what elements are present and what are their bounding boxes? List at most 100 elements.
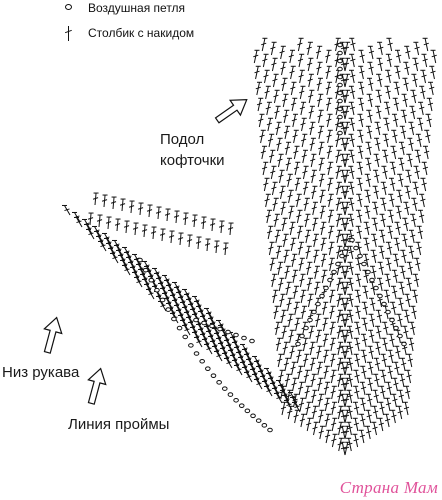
double-crochet-icon — [385, 414, 390, 428]
chain-stitch-icon — [337, 90, 343, 96]
double-crochet-icon — [365, 222, 370, 236]
double-crochet-icon — [64, 205, 71, 216]
double-crochet-icon — [357, 258, 361, 272]
double-crochet-icon — [412, 214, 416, 228]
hem-label-line1: Подол — [160, 131, 205, 148]
double-crochet-bar — [318, 146, 324, 150]
double-crochet-bar — [335, 138, 341, 142]
double-crochet-icon — [331, 434, 336, 448]
double-crochet-bar — [386, 262, 392, 266]
double-crochet-bar — [277, 358, 283, 362]
double-crochet-bar — [292, 290, 298, 294]
double-crochet-bar — [378, 422, 384, 426]
double-crochet-bar — [413, 186, 419, 190]
double-crochet-icon — [344, 58, 349, 72]
double-crochet-bar — [388, 354, 394, 358]
double-crochet-icon — [306, 246, 310, 260]
double-crochet-icon — [261, 38, 266, 52]
double-crochet-bar — [409, 126, 415, 130]
double-crochet-icon — [344, 378, 349, 392]
double-crochet-icon — [366, 174, 371, 188]
double-crochet-icon — [215, 241, 218, 254]
chain-stitch-icon — [201, 320, 207, 326]
double-crochet-bar — [389, 198, 395, 202]
double-crochet-bar — [329, 342, 336, 346]
double-crochet-bar — [264, 90, 270, 94]
double-crochet-icon — [404, 326, 408, 340]
double-crochet-bar — [304, 390, 310, 394]
double-crochet-bar — [160, 304, 166, 308]
double-crochet-icon — [415, 166, 420, 180]
double-crochet-icon — [394, 98, 399, 112]
double-crochet-icon — [277, 354, 282, 368]
double-crochet-icon — [393, 394, 397, 408]
double-crochet-icon — [344, 106, 349, 120]
double-crochet-icon — [329, 258, 333, 272]
double-crochet-icon — [317, 362, 321, 376]
double-crochet-bar — [316, 66, 322, 70]
double-crochet-bar — [343, 110, 350, 114]
double-crochet-bar — [429, 86, 435, 90]
double-crochet-icon — [391, 162, 396, 176]
double-crochet-bar — [316, 366, 322, 370]
double-crochet-icon — [294, 410, 298, 424]
double-crochet-icon — [380, 402, 385, 416]
double-crochet-bar — [340, 302, 347, 306]
double-crochet-icon — [313, 250, 318, 264]
double-crochet-bar — [310, 158, 316, 162]
double-crochet-icon — [387, 70, 391, 84]
double-crochet-bar — [380, 374, 387, 378]
double-crochet-icon — [349, 278, 354, 292]
double-crochet-icon — [341, 122, 346, 136]
double-crochet-bar — [274, 110, 280, 114]
chain-stitch-icon — [255, 418, 262, 423]
double-crochet-bar — [397, 194, 403, 198]
double-crochet-icon — [287, 174, 291, 188]
legend-double-crochet: Столбик с накидом — [62, 25, 194, 41]
double-crochet-bar — [64, 208, 70, 212]
double-crochet-icon — [377, 326, 381, 340]
double-crochet-bar — [410, 234, 416, 238]
double-crochet-bar — [356, 214, 363, 218]
double-crochet-icon — [311, 390, 316, 404]
double-crochet-icon — [341, 106, 346, 120]
double-crochet-bar — [348, 218, 355, 222]
double-crochet-bar — [311, 394, 317, 398]
double-crochet-bar — [296, 214, 302, 218]
double-crochet-icon — [292, 378, 296, 392]
double-crochet-bar — [312, 238, 318, 242]
double-crochet-icon — [307, 42, 311, 56]
double-crochet-bar — [266, 230, 273, 234]
double-crochet-bar — [105, 221, 112, 224]
double-crochet-bar — [377, 62, 383, 66]
chain-stitch-icon — [188, 343, 194, 348]
double-crochet-icon — [211, 219, 214, 232]
chain-stitch-icon — [233, 397, 239, 403]
double-crochet-icon — [157, 207, 160, 220]
double-crochet-icon — [319, 174, 324, 188]
double-crochet-icon — [272, 74, 277, 88]
double-crochet-icon — [350, 118, 355, 132]
double-crochet-bar — [318, 162, 324, 166]
double-crochet-icon — [367, 158, 371, 172]
double-crochet-bar — [365, 210, 371, 214]
double-crochet-bar — [406, 282, 412, 286]
double-crochet-bar — [392, 290, 398, 294]
double-crochet-bar — [308, 110, 314, 114]
double-crochet-icon — [305, 386, 309, 400]
double-crochet-icon — [358, 146, 363, 160]
double-crochet-icon — [361, 414, 365, 428]
double-crochet-icon — [281, 310, 285, 324]
double-crochet-icon — [301, 306, 306, 320]
double-crochet-bar — [324, 418, 330, 422]
double-crochet-bar — [337, 426, 343, 430]
double-crochet-icon — [295, 178, 300, 192]
double-crochet-bar — [343, 270, 350, 274]
double-crochet-icon — [308, 74, 312, 88]
double-crochet-icon — [287, 406, 292, 420]
double-crochet-icon — [296, 210, 301, 224]
double-crochet-bar — [359, 86, 365, 90]
double-crochet-icon — [361, 398, 366, 412]
chain-pattern — [137, 42, 407, 433]
double-crochet-icon — [338, 422, 342, 436]
